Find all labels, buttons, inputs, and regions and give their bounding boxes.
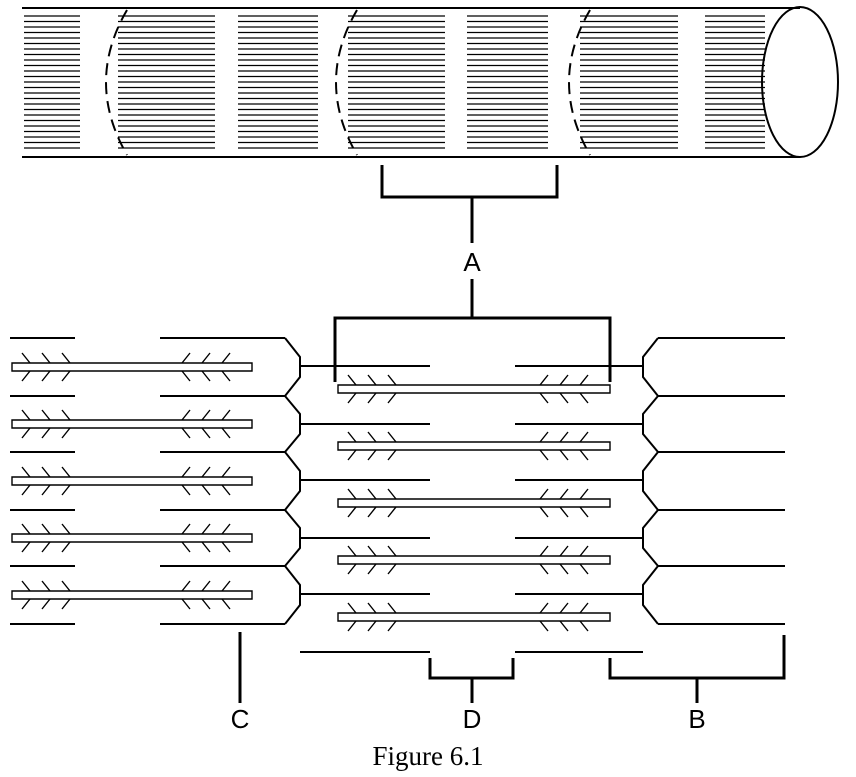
thick-filament-middle-3 [337,488,611,518]
thick-filament-body [11,362,253,372]
myofibril-cylinder [22,6,839,158]
label-a: A [463,247,481,277]
cylinder-end-cap [761,6,839,158]
z-line-left [284,337,301,625]
cylinder-striations [24,15,765,149]
thick-filament-middle-1 [337,374,611,404]
thick-filament-body [337,612,611,622]
myosin-heads [347,374,589,404]
thick-filament-left-4 [11,523,253,553]
striation-lines [24,15,765,149]
myosin-heads [21,580,231,610]
myosin-heads [21,466,231,496]
thick-filament-body [11,533,253,543]
thick-filament-left-2 [11,409,253,439]
thick-filament-body [337,441,611,451]
thick-filament-left-1 [11,352,253,382]
thick-filament-body [337,384,611,394]
label-c: C [231,704,250,734]
thick-filament-left-5 [11,580,253,610]
z-disc-dashed-lines [105,9,591,156]
myosin-heads [347,488,589,518]
thin-filament-lines [10,337,785,653]
bracket-b [608,635,786,703]
myosin-heads [347,431,589,461]
myosin-heads [347,602,589,632]
label-d: D [463,704,482,734]
myosin-thick-filaments [11,352,611,632]
myosin-heads [21,352,231,382]
actin-thin-filaments [10,337,785,653]
thick-filament-middle-5 [337,602,611,632]
bracket-d [428,658,515,703]
thick-filament-left-3 [11,466,253,496]
thick-filament-body [337,555,611,565]
figure-caption: Figure 6.1 [373,741,484,771]
thick-filament-middle-2 [337,431,611,461]
thick-filament-body [337,498,611,508]
myosin-heads [21,409,231,439]
thick-filament-body [11,476,253,486]
myosin-heads [347,545,589,575]
label-b: B [688,704,705,734]
z-line-right [642,337,659,625]
myosin-heads [21,523,231,553]
thick-filament-body [11,590,253,600]
thick-filament-middle-4 [337,545,611,575]
bracket-a [333,165,612,382]
thick-filament-body [11,419,253,429]
